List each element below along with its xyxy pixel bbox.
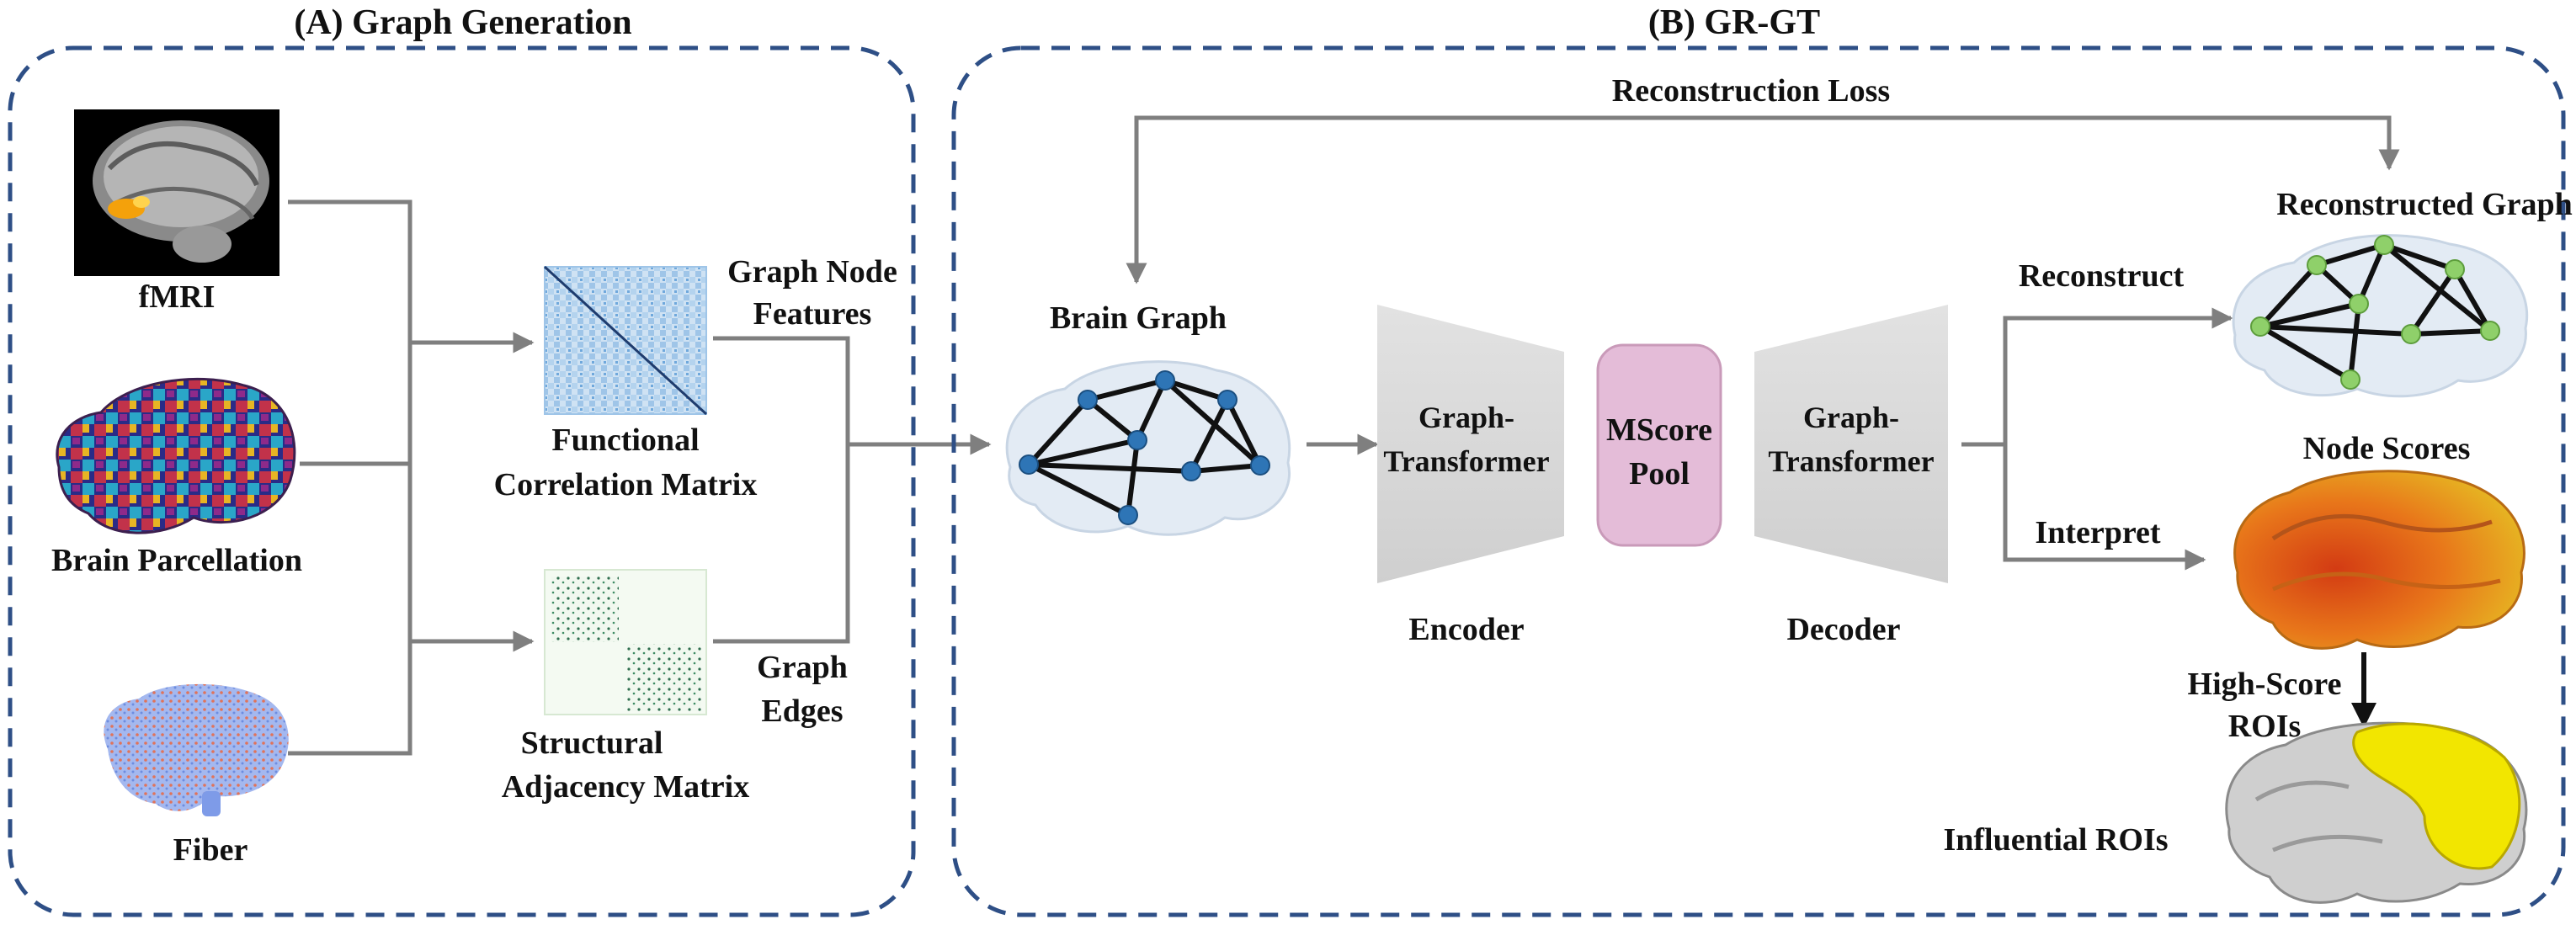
brain-graph <box>1005 360 1291 536</box>
panel-a-title: (A) Graph Generation <box>294 3 631 42</box>
brain-graph-node <box>1078 390 1098 410</box>
panel-a-connectors <box>288 199 992 756</box>
brain-parcellation-image <box>56 377 296 534</box>
brain-graph-node <box>1019 454 1039 475</box>
reconstruct-label: Reconstruct <box>2019 258 2185 294</box>
node-features-label-1: Graph Node <box>727 254 897 290</box>
interpret-label: Interpret <box>2035 515 2160 550</box>
encoder-block-label-2: Transformer <box>1383 444 1549 478</box>
decoder-caption: Decoder <box>1786 612 1900 647</box>
node-scores-brain <box>2233 470 2525 650</box>
high-score-label-1: High-Score <box>2188 667 2342 702</box>
high-score-label-2: ROIs <box>2228 709 2302 744</box>
brain-graph-node <box>1250 455 1270 476</box>
influential-rois-brain <box>2225 721 2528 904</box>
decoder-block-label-1: Graph- <box>1803 401 1899 434</box>
decoder-block-label-2: Transformer <box>1768 444 1934 478</box>
node-scores-label: Node Scores <box>2303 431 2471 466</box>
brain-graph-node <box>1127 430 1147 450</box>
functional-matrix <box>543 265 708 416</box>
parcellation-label: Brain Parcellation <box>51 543 302 578</box>
node-features-label-2: Features <box>753 296 872 332</box>
reconstructed-graph-node <box>2480 321 2500 341</box>
structural-matrix <box>544 569 707 715</box>
reconstructed-graph-node <box>2445 259 2465 279</box>
structural-matrix-label-2: Adjacency Matrix <box>502 769 749 805</box>
reconstructed-graph-label: Reconstructed Graph <box>2276 187 2572 222</box>
panel-b-frame <box>951 45 2566 917</box>
brain-graph-node <box>1217 390 1237 410</box>
brain-graph-node <box>1118 505 1138 525</box>
influential-rois-label: Influential ROIs <box>1943 822 2168 858</box>
encoder-caption: Encoder <box>1408 612 1524 647</box>
functional-matrix-label-2: Correlation Matrix <box>494 467 758 502</box>
brain-graph-node <box>1181 461 1201 481</box>
reconstructed-graph-node <box>2340 369 2360 390</box>
panel-b-title: (B) GR-GT <box>1648 3 1820 42</box>
fmri-label: fMRI <box>139 279 216 315</box>
reconstructed-graph-node <box>2374 235 2394 255</box>
brain-graph-label: Brain Graph <box>1050 300 1227 336</box>
mscore-pool-label-2: Pool <box>1629 456 1690 492</box>
decoder-block <box>1754 305 1948 583</box>
fiber-label: Fiber <box>173 832 248 868</box>
reconstructed-graph-node <box>2401 324 2421 344</box>
reconstructed-graph <box>2232 234 2529 398</box>
encoder-block <box>1377 305 1564 583</box>
panel-a-frame <box>8 45 916 917</box>
mscore-pool-block <box>1596 343 1722 547</box>
structural-matrix-label-1: Structural <box>521 725 663 761</box>
reconstructed-graph-node <box>2349 294 2369 314</box>
fmri-image <box>74 109 279 276</box>
reconstructed-graph-node <box>2307 255 2327 275</box>
reconstruction-loss-label: Reconstruction Loss <box>1612 73 1890 109</box>
decoder-output-arrows <box>1961 307 2233 571</box>
edges-label-2: Edges <box>761 694 843 729</box>
mscore-pool-label-1: MScore <box>1606 412 1712 448</box>
reconstruction-loss-arrow <box>1126 115 2400 284</box>
reconstructed-graph-node <box>2250 316 2270 337</box>
brain-graph-node <box>1155 370 1175 391</box>
encoder-block-label-1: Graph- <box>1418 401 1514 434</box>
fiber-image <box>104 683 289 816</box>
functional-matrix-label-1: Functional <box>551 422 699 458</box>
edges-label-1: Graph <box>757 650 848 685</box>
